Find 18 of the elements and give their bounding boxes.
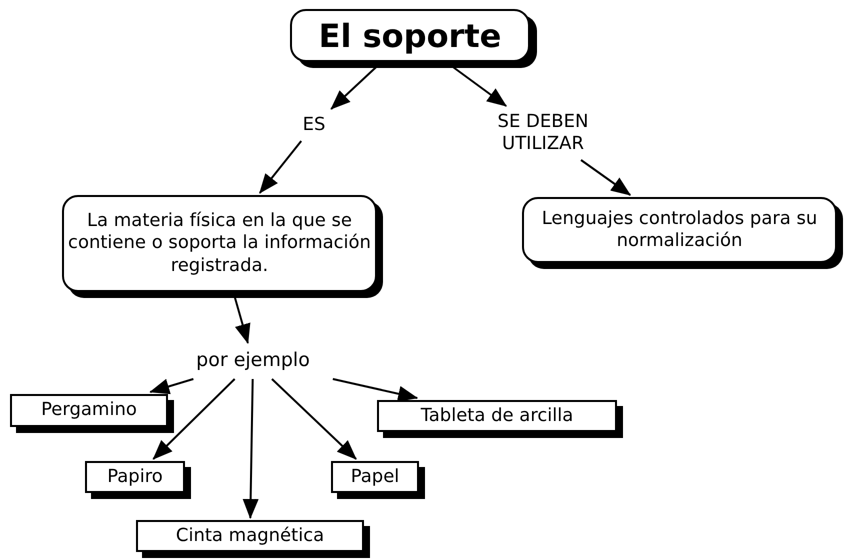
node-text: Cinta magnética — [174, 524, 326, 548]
node-text: La materia física en la que se contiene o soporta la información registrada. — [67, 210, 372, 278]
arrow — [271, 378, 357, 460]
arrow — [258, 140, 302, 194]
arrow — [152, 378, 236, 460]
node-text: SE DEBEN UTILIZAR — [496, 110, 590, 156]
arrow — [332, 378, 418, 402]
node-text: por ejemplo — [195, 349, 311, 373]
node-text: Lenguajes controlados para su normalización — [540, 208, 818, 252]
node-text: Papiro — [106, 466, 164, 488]
node-text: ES — [302, 114, 326, 136]
arrow — [580, 159, 632, 196]
node-text: El soporte — [318, 16, 502, 56]
node-text: Tableta de arcilla — [420, 404, 574, 428]
arrow — [242, 378, 259, 519]
node-text: Pergamino — [40, 399, 138, 422]
arrow — [149, 378, 194, 394]
node-text: Papel — [350, 466, 400, 488]
